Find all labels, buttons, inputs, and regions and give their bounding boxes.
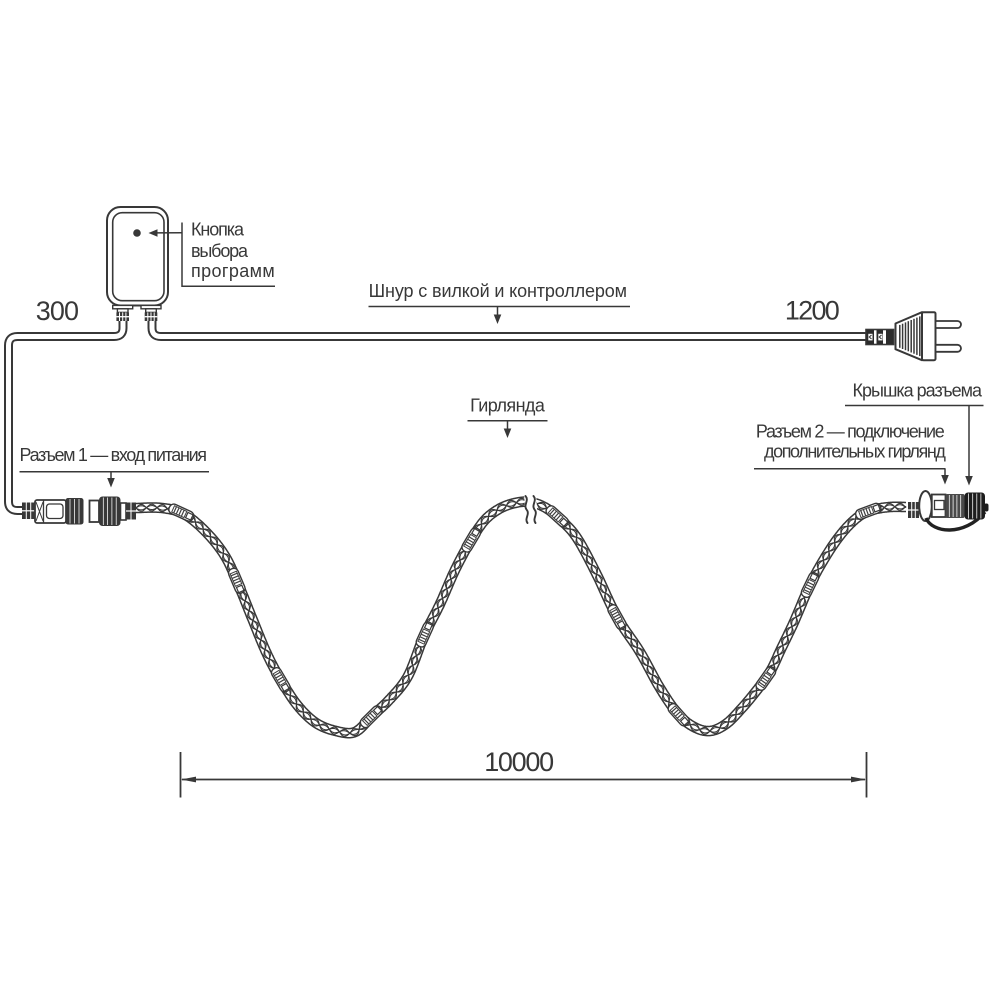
svg-text:Шнур с вилкой и контроллером: Шнур с вилкой и контроллером [369,281,627,301]
svg-text:Разъем 1 — вход питания: Разъем 1 — вход питания [20,445,207,465]
svg-text:Разъем 2 — подключение: Разъем 2 — подключение [756,422,945,442]
svg-text:1200: 1200 [785,296,839,326]
svg-text:Крышка разъема: Крышка разъема [853,381,983,401]
svg-text:Гирлянда: Гирлянда [470,396,546,416]
svg-text:Кнопка: Кнопка [191,220,245,240]
svg-text:выбора: выбора [191,241,249,261]
svg-text:программ: программ [191,261,275,281]
svg-text:дополнительных гирлянд: дополнительных гирлянд [764,441,946,461]
svg-text:300: 300 [36,296,78,326]
svg-text:10000: 10000 [484,747,553,777]
